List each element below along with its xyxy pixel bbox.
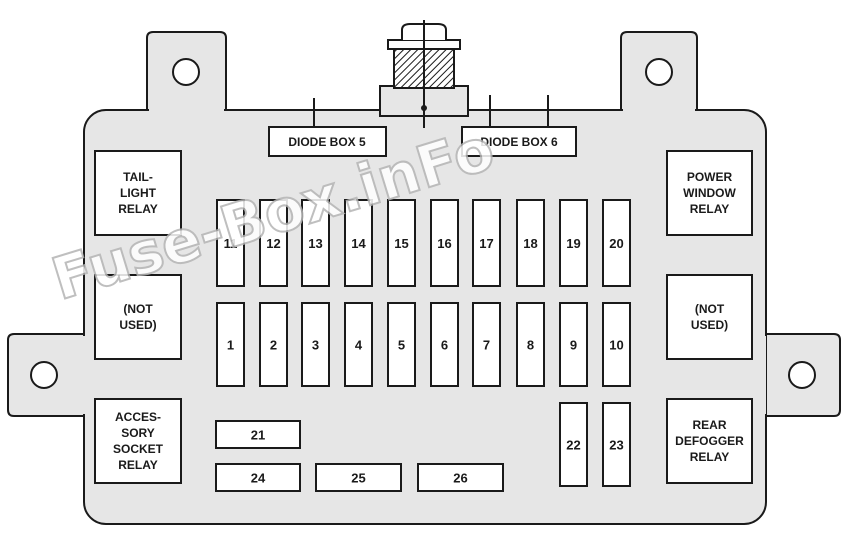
fuse-2 [259, 302, 288, 387]
fuse-19-label: 19 [566, 236, 580, 251]
fuse-3 [301, 302, 330, 387]
fuse-6-label: 6 [441, 338, 448, 353]
fuse-20-label: 20 [609, 236, 623, 251]
power-window-relay [666, 150, 753, 236]
fuse-19 [559, 199, 588, 287]
fuse-13-label: 13 [308, 236, 322, 251]
fuse-25-label: 25 [351, 471, 365, 486]
fuse-24-label: 24 [251, 471, 266, 486]
mount-hole-top-right [645, 58, 673, 86]
fuse-24 [215, 463, 301, 492]
diode-box-6 [461, 126, 577, 157]
fuse-11-label: 11 [224, 236, 238, 251]
fuse-26-label: 26 [453, 471, 467, 486]
fuse-9-label: 9 [570, 338, 577, 353]
diode-box-6-label: DIODE BOX 6 [480, 135, 558, 149]
mount-hole-left [30, 361, 58, 389]
center-stud-connector [379, 20, 469, 128]
not-used-relay-left [94, 274, 182, 360]
fuse-25 [315, 463, 402, 492]
fuse-10 [602, 302, 631, 387]
fuse-4-label: 4 [355, 338, 363, 353]
fuse-11 [216, 199, 245, 287]
fuse-3-label: 3 [312, 338, 319, 353]
fuse-7-label: 7 [483, 338, 490, 353]
not-used-relay-right [666, 274, 753, 360]
fuse-10-label: 10 [609, 338, 623, 353]
fuse-16-label: 16 [437, 236, 451, 251]
rear-defogger-relay [666, 398, 753, 484]
fuse-23 [602, 402, 631, 487]
fuse-1-label: 1 [227, 338, 234, 353]
fuse-2-label: 2 [270, 338, 277, 353]
fuse-5-label: 5 [398, 338, 405, 353]
fuse-21-label: 21 [251, 428, 265, 443]
fuse-21 [215, 420, 301, 449]
fuse-23-label: 23 [609, 438, 623, 453]
fuse-12 [259, 199, 288, 287]
fuse-4 [344, 302, 373, 387]
fuse-18 [516, 199, 545, 287]
diode-box-5 [268, 126, 387, 157]
fuse-9 [559, 302, 588, 387]
diode-box-5-label: DIODE BOX 5 [288, 135, 366, 149]
fuse-20 [602, 199, 631, 287]
mount-hole-right [788, 361, 816, 389]
fuse-18-label: 18 [523, 236, 537, 251]
fuse-7 [472, 302, 501, 387]
fuse-14-label: 14 [351, 236, 366, 251]
fuse-13 [301, 199, 330, 287]
fuse-15-label: 15 [394, 236, 408, 251]
fuse-16 [430, 199, 459, 287]
tail-light-relay [94, 150, 182, 236]
fuse-12-label: 12 [266, 236, 280, 251]
fuse-17-label: 17 [479, 236, 493, 251]
fuse-17 [472, 199, 501, 287]
fuse-8-label: 8 [527, 338, 534, 353]
fuse-1 [216, 302, 245, 387]
fuse-15 [387, 199, 416, 287]
fuse-26 [417, 463, 504, 492]
accessory-socket-relay [94, 398, 182, 484]
fuse-14 [344, 199, 373, 287]
fuse-22-label: 22 [566, 438, 580, 453]
fuse-5 [387, 302, 416, 387]
fuse-8 [516, 302, 545, 387]
fuse-22 [559, 402, 588, 487]
fuse-6 [430, 302, 459, 387]
mount-hole-top-left [172, 58, 200, 86]
